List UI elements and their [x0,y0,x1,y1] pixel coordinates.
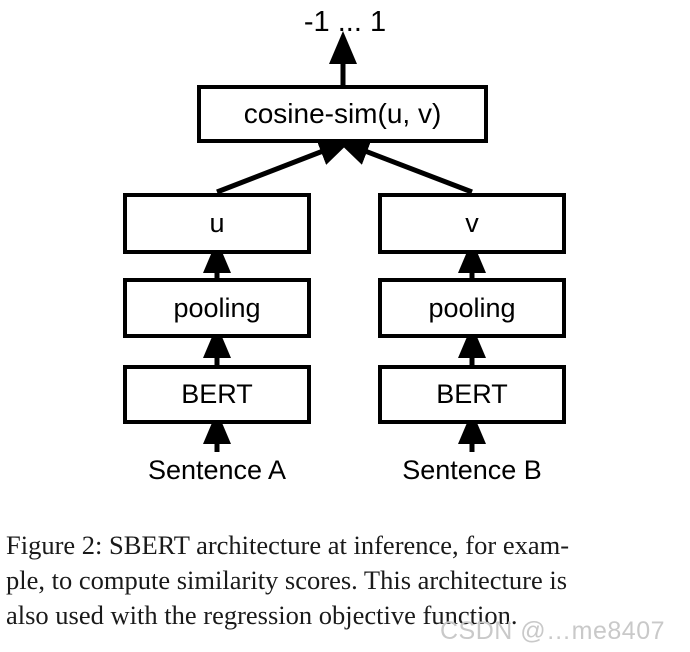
pooling-node-left: pooling [123,278,311,338]
embedding-node-v: v [378,193,566,254]
bert-node-right: BERT [378,365,566,424]
caption-line-2: ple, to compute similarity scores. This … [6,565,568,595]
arrow-u-to-cosine [216,138,352,195]
figure-sbert-architecture: -1 ... 1 cosine-sim(u, v) u v pooling po… [123,6,566,485]
diagram-connectors [202,31,486,452]
output-range-label: -1 ... 1 [303,6,387,38]
bert-node-left: BERT [123,365,311,424]
cosine-similarity-node: cosine-sim(u, v) [197,85,488,143]
caption-line-1: Figure 2: SBERT architecture at inferenc… [6,530,570,560]
input-label-sentence-b: Sentence B [402,455,542,485]
caption-line-3: also used with the regression objective … [6,600,518,630]
figure-caption: Figure 2: SBERT architecture at inferenc… [6,528,686,633]
arrow-v-to-cosine [336,138,473,195]
input-label-sentence-a: Sentence A [147,455,287,485]
pooling-node-right: pooling [378,278,566,338]
embedding-node-u: u [123,193,311,254]
